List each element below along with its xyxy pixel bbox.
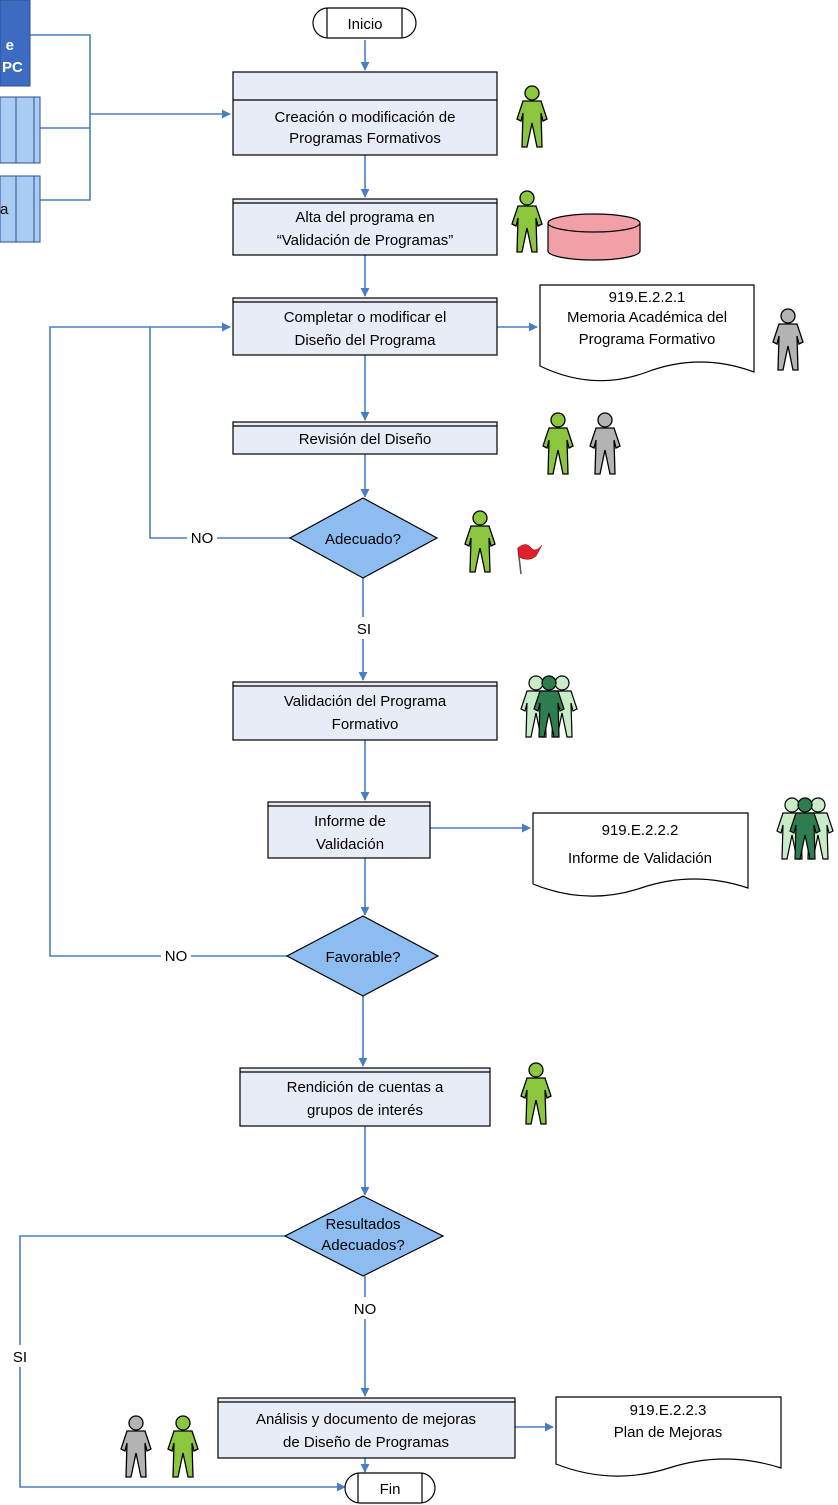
actor-green-icon	[167, 1415, 199, 1478]
process-p1: Creación o modificación de Programas For…	[232, 71, 498, 156]
process-p1-line2: Programas Formativos	[289, 130, 441, 147]
process-p3: Completar o modificar el Diseño del Prog…	[232, 297, 498, 356]
process-p4-text: Revisión del Diseño	[299, 431, 432, 448]
document-doc1-line3: Programa Formativo	[579, 331, 716, 348]
connector-d1-no	[149, 322, 290, 539]
process-p5-line1: Validación del Programa	[284, 693, 447, 710]
process-p6: Informe de Validación	[267, 801, 431, 859]
process-p7-line1: Rendición de cuentas a	[287, 1079, 444, 1096]
external-box-dark	[0, 0, 31, 87]
document-doc2: 919.E.2.2.2 Informe de Validación	[532, 812, 749, 897]
process-p8-line2: de Diseño de Programas	[283, 1434, 449, 1451]
document-doc2-line2: Informe de Validación	[568, 850, 712, 867]
actor-green-icon	[516, 85, 548, 148]
process-p7: Rendición de cuentas a grupos de interés	[239, 1067, 491, 1127]
edge-labels: NO SI NO NO SI	[8, 527, 381, 1367]
process-p3-line1: Completar o modificar el	[284, 309, 447, 326]
document-doc3: 919.E.2.2.3 Plan de Mejoras	[555, 1396, 782, 1477]
edge-label-d3-no: NO	[354, 1301, 377, 1318]
decision-d1-text: Adecuado?	[325, 531, 401, 548]
process-p8: Análisis y documento de mejoras de Diseñ…	[217, 1397, 516, 1459]
edge-label-d3-si: SI	[13, 1349, 27, 1366]
external-box-light-2-text: a	[0, 201, 9, 218]
external-box-light-2	[0, 175, 41, 243]
decision-d2-text: Favorable?	[325, 949, 400, 966]
actor-green-icon	[511, 190, 543, 253]
flag-icon	[517, 544, 543, 575]
external-box-dark-text-2: PC	[2, 59, 23, 76]
decision-d3-line1: Resultados	[325, 1216, 400, 1233]
process-p6-line2: Validación	[316, 836, 384, 853]
actor-gray-icon	[772, 308, 804, 371]
external-box-dark-text-1: e	[6, 37, 14, 54]
decision-d3-line2: Adecuados?	[321, 1237, 404, 1254]
process-p4: Revisión del Diseño	[232, 421, 498, 455]
actor-gray-icon	[589, 412, 621, 475]
document-doc3-line1: 919.E.2.2.3	[630, 1402, 707, 1419]
actor-green-icon	[542, 412, 574, 475]
edge-label-d1-si: SI	[357, 621, 371, 638]
process-p3-line2: Diseño del Programa	[295, 332, 437, 349]
actor-group-icon	[520, 675, 578, 738]
external-inputs: e PC a	[0, 0, 41, 243]
process-p1-line1: Creación o modificación de	[275, 109, 456, 126]
external-box-light-1	[0, 96, 41, 164]
edge-label-d1-no: NO	[191, 530, 214, 547]
document-doc3-line2: Plan de Mejoras	[614, 1424, 722, 1441]
actor-gray-icon	[120, 1415, 152, 1478]
document-doc2-line1: 919.E.2.2.2	[602, 822, 679, 839]
decision-d2: Favorable?	[285, 915, 440, 997]
connector-d2-no	[49, 326, 287, 957]
process-p5: Validación del Programa Formativo	[232, 681, 498, 741]
process-p2-line2: “Validación de Programas”	[277, 232, 453, 249]
actor-green-icon	[520, 1062, 552, 1125]
document-doc1-line2: Memoria Académica del	[567, 309, 727, 326]
document-doc1-line1: 919.E.2.2.1	[609, 289, 686, 306]
start-node-text: Inicio	[347, 16, 382, 33]
document-doc1: 919.E.2.2.1 Memoria Académica del Progra…	[539, 284, 755, 382]
actor-group-icon	[776, 797, 834, 860]
process-p5-line2: Formativo	[332, 716, 399, 733]
process-p6-line1: Informe de	[314, 813, 386, 830]
connector-external-1	[30, 34, 91, 201]
process-p8-line1: Análisis y documento de mejoras	[256, 1411, 476, 1428]
decision-d1: Adecuado?	[288, 497, 439, 579]
end-node-text: Fin	[380, 1481, 401, 1498]
database-icon	[547, 213, 641, 261]
process-p7-line2: grupos de interés	[307, 1102, 423, 1119]
process-p2: Alta del programa en “Validación de Prog…	[232, 198, 498, 256]
process-p2-line1: Alta del programa en	[295, 209, 434, 226]
edge-label-d2-no: NO	[165, 948, 188, 965]
end-node: Fin	[344, 1472, 436, 1504]
actor-green-icon	[464, 510, 496, 573]
start-node: Inicio	[312, 7, 417, 39]
decision-d3: Resultados Adecuados?	[283, 1195, 445, 1277]
